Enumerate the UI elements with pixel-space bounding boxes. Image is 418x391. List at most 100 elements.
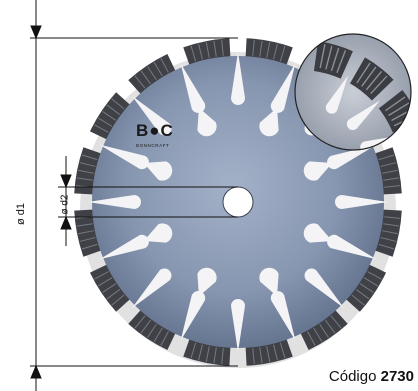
gullet-slot [335, 195, 388, 209]
segment-ridge [266, 42, 271, 58]
segment-ridge [319, 323, 329, 338]
gullet-slot [231, 52, 245, 105]
segment-ridge [259, 347, 263, 364]
segment-ridge [384, 216, 401, 219]
segment-ridge [111, 294, 125, 306]
segment-ridge [134, 315, 146, 329]
outer-diameter-label: ø d1 [15, 203, 27, 226]
gullet-slot [131, 268, 172, 309]
gullet-slot [327, 144, 377, 170]
gullet-slot [270, 63, 296, 113]
segment-ridge [279, 45, 286, 62]
segment-ridge [190, 45, 197, 62]
zoom-segment-ridge [388, 102, 410, 117]
segment-ridge [190, 342, 197, 359]
segment-ridge [384, 185, 401, 188]
zoom-gullet-slot [325, 75, 349, 114]
arbor-bore [222, 186, 254, 218]
segment-ridge [147, 66, 157, 81]
zoom-segment-ridge [325, 45, 333, 70]
segment-ridge [359, 283, 374, 293]
segment-ridge [94, 271, 109, 280]
segment-ridge [160, 331, 169, 346]
segment-ridge [363, 277, 378, 287]
segment-ridge [313, 327, 323, 342]
segment-ridge [79, 237, 96, 242]
segment-ridge [279, 342, 286, 359]
segment-ridge [380, 237, 397, 242]
segment-ridge [153, 62, 163, 77]
segment-ridge [94, 124, 109, 133]
zoom-gullet-slot [346, 100, 380, 131]
brand-logo: B●C [136, 121, 174, 140]
segment-ridge [106, 289, 121, 300]
gullet-slot [180, 291, 206, 341]
segment-ridge [382, 230, 398, 235]
zoom-segment-ridge [404, 163, 418, 164]
zoom-segment-ridge [402, 147, 411, 150]
zoom-segment [396, 134, 411, 150]
zoom-segment-ridge [330, 47, 340, 72]
cooling-hole [303, 161, 333, 181]
segment-ridge [140, 319, 151, 334]
zoom-segment-ridge [403, 156, 418, 159]
segment-ridge [81, 154, 98, 161]
brand-subtitle: BONNCRAFT [136, 143, 170, 148]
segment-ridge [79, 162, 96, 167]
zoom-segment-ridge [336, 50, 347, 74]
segment-ridge [383, 177, 400, 181]
zoom-segment-ridge [356, 62, 371, 84]
cooling-hole [143, 161, 173, 181]
segment-ridge [160, 58, 169, 73]
segment-ridge [259, 40, 263, 57]
gullet-slot [304, 268, 345, 309]
cooling-hole [197, 107, 217, 137]
segment-ridge [106, 104, 121, 115]
bore-diameter-label: ø d2 [59, 194, 71, 215]
segment-ridge [252, 348, 255, 365]
segment-ridge [378, 243, 395, 250]
segment-ridge [380, 162, 397, 167]
segment-ridge [221, 348, 224, 365]
gullet-slot [327, 234, 377, 260]
segment-ridge [98, 117, 113, 127]
cooling-hole [259, 107, 279, 137]
segment-ridge [76, 223, 93, 227]
zoom-segment-ridge [365, 70, 383, 91]
segment-ridge [134, 75, 146, 89]
gullet-slot [131, 95, 172, 136]
segment-ridge [205, 42, 210, 58]
segment-ridge [382, 169, 398, 174]
gullet-slot [231, 299, 245, 352]
segment-ridge [355, 289, 370, 300]
zoom-segment-ridge [370, 75, 388, 95]
zoom-segment [350, 57, 394, 101]
segment-ridge [213, 347, 217, 364]
segment-ridge [221, 39, 224, 56]
gullet-slot [99, 144, 149, 170]
segment-ridge [351, 294, 365, 306]
product-code-number: 2730 [380, 368, 414, 385]
segment-ridge [98, 277, 113, 287]
dimension-d1 [30, 0, 238, 391]
segment-ridge [78, 230, 94, 235]
segment-ridge [367, 271, 382, 280]
segment-ridge [330, 315, 342, 329]
segment-ridge [307, 331, 316, 346]
zoom-segment-ridge [361, 66, 377, 87]
zoom-detail [294, 33, 418, 164]
gullet-slot [180, 63, 206, 113]
segment-ridge [198, 344, 203, 361]
product-code-prefix: Código [328, 368, 377, 385]
segment-ridge [205, 346, 210, 362]
segment-ridge [81, 243, 98, 250]
segment-ridge [213, 40, 217, 57]
segment-ridge [102, 283, 117, 293]
segment-ridge [266, 346, 271, 362]
segment-ridge [252, 39, 255, 56]
gullet-slot [88, 195, 141, 209]
cooling-hole [143, 223, 173, 243]
zoom-segment-ridge [385, 96, 406, 112]
cooling-hole [303, 223, 333, 243]
